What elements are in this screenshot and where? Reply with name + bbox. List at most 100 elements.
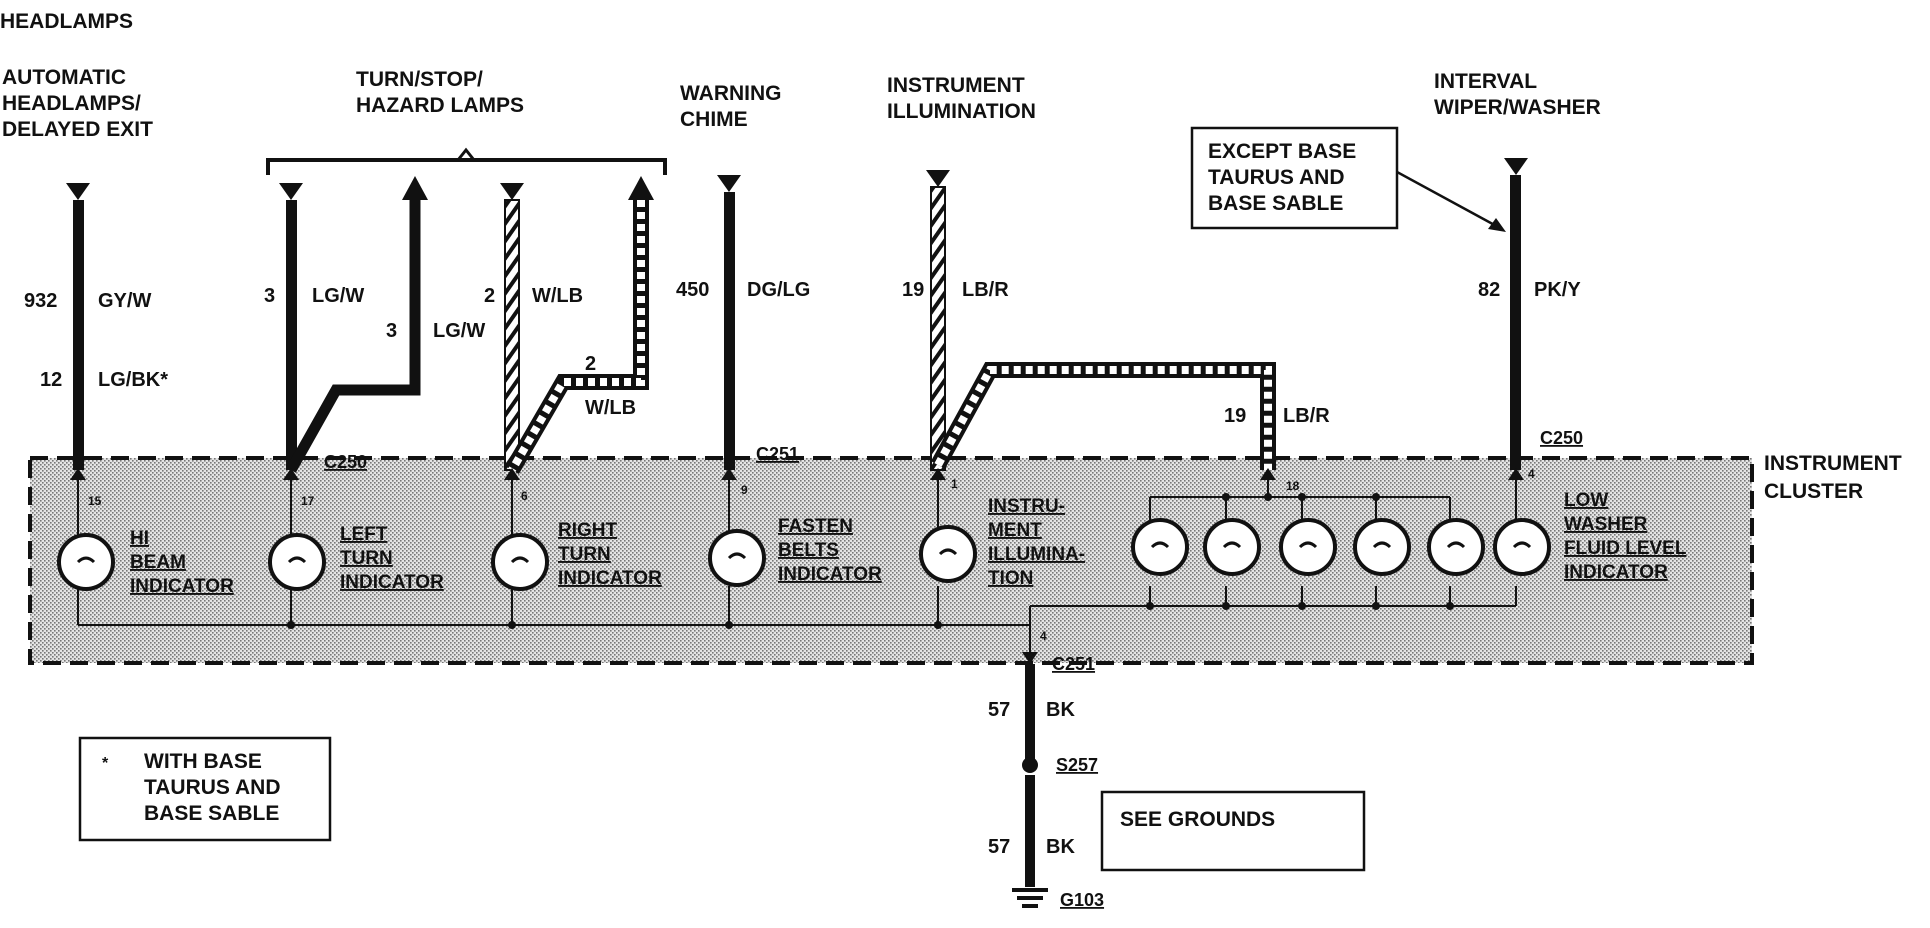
low-washer-label-line4: INDICATOR bbox=[1564, 562, 1668, 583]
wire-19b-number: 19 bbox=[1224, 405, 1246, 427]
wire-450-number: 450 bbox=[676, 279, 709, 301]
wire-19a bbox=[930, 186, 946, 471]
wire-12-color: LG/BK* bbox=[98, 369, 168, 391]
pin-15: 15 bbox=[88, 494, 102, 508]
circuit-interval-wiper-line1: INTERVAL bbox=[1434, 70, 1537, 93]
circuit-turn-stop-line2: HAZARD LAMPS bbox=[356, 94, 524, 117]
low-washer-label-line2: WASHER bbox=[1564, 514, 1648, 535]
note-except-base-line3: BASE SABLE bbox=[1208, 192, 1343, 215]
low-washer-bulb-icon bbox=[1493, 518, 1551, 576]
wire-2b bbox=[508, 200, 645, 473]
wire-3a-color: LG/W bbox=[312, 285, 364, 307]
wire-19a-terminal-icon bbox=[926, 170, 950, 187]
wire-57a-color: BK bbox=[1046, 699, 1075, 721]
wire-57a-number: 57 bbox=[988, 699, 1010, 721]
note-except-base-line1: EXCEPT BASE bbox=[1208, 140, 1356, 163]
wire-19a-color: LB/R bbox=[962, 279, 1009, 301]
low-washer-label-line1: LOW bbox=[1564, 490, 1608, 511]
hi-beam-bulb-icon bbox=[57, 533, 115, 591]
hi-beam-label-line2: BEAM bbox=[130, 552, 186, 573]
hi-beam-label-line1: HI bbox=[130, 528, 149, 549]
wire-932-color: GY/W bbox=[98, 290, 151, 312]
note-except-base-box bbox=[1190, 126, 1399, 230]
ground-g103-label: G103 bbox=[1060, 890, 1104, 910]
ground-symbol-icon bbox=[1012, 888, 1048, 908]
connector-c251-bottom: C251 bbox=[1052, 654, 1095, 674]
circuit-instrument-illum-line2: ILLUMINATION bbox=[887, 100, 1036, 123]
wire-2b-arrow-icon bbox=[628, 176, 654, 200]
pin-18: 18 bbox=[1286, 479, 1300, 493]
splice-s257-label: S257 bbox=[1056, 755, 1098, 775]
note-pointer-arrow-icon bbox=[1488, 218, 1506, 232]
pin-6: 6 bbox=[521, 489, 528, 503]
note-with-base-line3: BASE SABLE bbox=[144, 802, 279, 825]
wire-82-terminal-icon bbox=[1504, 158, 1528, 175]
left-turn-label-line1: LEFT bbox=[340, 524, 388, 545]
illum-bulb-4-icon bbox=[1279, 518, 1337, 576]
wire-82-color: PK/Y bbox=[1534, 279, 1581, 301]
bulb-group bbox=[57, 518, 1551, 591]
wire-19b-color: LB/R bbox=[1283, 405, 1330, 427]
wire-57b bbox=[1025, 775, 1035, 887]
note-with-base-box bbox=[78, 736, 332, 842]
pin-17: 17 bbox=[301, 494, 315, 508]
connector-c250-left: C250 bbox=[324, 452, 367, 472]
illum-label-line2: MENT bbox=[988, 520, 1042, 541]
note-pointer-line bbox=[1396, 170, 1501, 230]
right-turn-label-line1: RIGHT bbox=[558, 520, 618, 541]
connector-c250-right: C250 bbox=[1540, 428, 1583, 448]
wire-3b-number: 3 bbox=[386, 320, 397, 342]
circuit-warning-chime-line2: CHIME bbox=[680, 108, 748, 131]
circuit-interval-wiper-line2: WIPER/WASHER bbox=[1434, 96, 1601, 119]
wire-57b-color: BK bbox=[1046, 836, 1075, 858]
splice-dots bbox=[287, 493, 1454, 629]
pin-4-top: 4 bbox=[1528, 467, 1535, 481]
left-turn-bulb-icon bbox=[268, 533, 326, 591]
illum-bulb-2-icon bbox=[1131, 518, 1189, 576]
wire-82 bbox=[1510, 175, 1521, 470]
illum-label-line1: INSTRU- bbox=[988, 496, 1065, 517]
illum-bulb-3-icon bbox=[1203, 518, 1261, 576]
see-grounds-text: SEE GROUNDS bbox=[1120, 808, 1275, 831]
fasten-belts-bulb-icon bbox=[708, 529, 766, 587]
wire-19a-number: 19 bbox=[902, 279, 924, 301]
cluster-label-line2: CLUSTER bbox=[1764, 480, 1863, 503]
left-turn-label-line3: INDICATOR bbox=[340, 572, 444, 593]
bracket-notch bbox=[456, 147, 476, 161]
illum-bulb-icon bbox=[919, 525, 977, 583]
turn-stop-bracket bbox=[266, 158, 667, 175]
wire-450-terminal-icon bbox=[717, 175, 741, 192]
hi-beam-label-line3: INDICATOR bbox=[130, 576, 234, 597]
wire-450 bbox=[724, 192, 735, 470]
wire-2a bbox=[504, 199, 520, 471]
wire-2b-number: 2 bbox=[585, 353, 596, 375]
circuit-auto-headlamps-line2: HEADLAMPS/ bbox=[2, 92, 141, 115]
connector-c251-top: C251 bbox=[756, 444, 799, 464]
cluster-label-line1: INSTRUMENT bbox=[1764, 452, 1902, 475]
bulb-filaments bbox=[76, 541, 1532, 564]
wire-3a-terminal-icon bbox=[279, 183, 303, 200]
see-grounds-box bbox=[1100, 790, 1366, 872]
low-washer-label-line3: FLUID LEVEL bbox=[1564, 538, 1687, 559]
pin-markers bbox=[70, 468, 1524, 480]
illum-label-line3: ILLUMINA- bbox=[988, 544, 1085, 565]
illum-bulb-6-icon bbox=[1427, 518, 1485, 576]
pin-9: 9 bbox=[741, 483, 748, 497]
fasten-belts-label-line3: INDICATOR bbox=[778, 564, 882, 585]
splice-s257-icon bbox=[1022, 757, 1038, 773]
wire-2a-terminal-icon bbox=[500, 183, 524, 200]
wire-82-number: 82 bbox=[1478, 279, 1500, 301]
ground-pin-marker bbox=[1022, 652, 1038, 664]
wire-450-color: DG/LG bbox=[747, 279, 810, 301]
note-with-base-line2: TAURUS AND bbox=[144, 776, 281, 799]
right-turn-bulb-icon bbox=[491, 533, 549, 591]
circuit-instrument-illum-line1: INSTRUMENT bbox=[887, 74, 1025, 97]
wire-57b-number: 57 bbox=[988, 836, 1010, 858]
circuit-auto-headlamps-line1: AUTOMATIC bbox=[2, 66, 126, 89]
wire-2a-number: 2 bbox=[484, 285, 495, 307]
wire-12-number: 12 bbox=[40, 369, 62, 391]
wire-3b-color: LG/W bbox=[433, 320, 485, 342]
illum-bulb-5-icon bbox=[1353, 518, 1411, 576]
fasten-belts-label-line1: FASTEN bbox=[778, 516, 853, 537]
